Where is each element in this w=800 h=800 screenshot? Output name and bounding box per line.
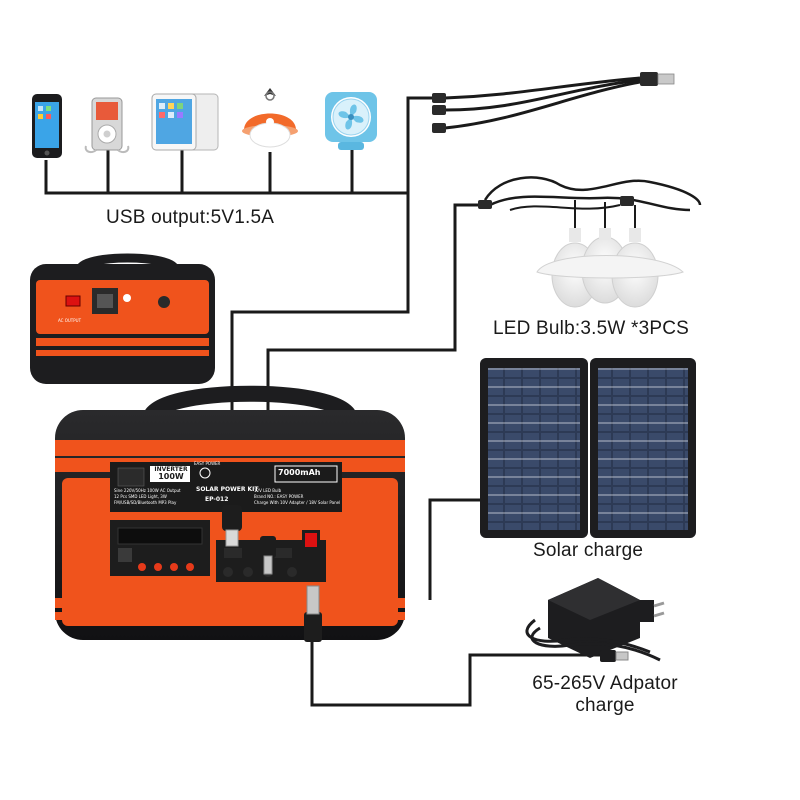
capacity-label: 7000mAh xyxy=(278,468,321,477)
svg-text:AC OUTPUT: AC OUTPUT xyxy=(58,318,82,323)
usb-plug-icon xyxy=(222,505,242,547)
usb-output-label: USB output:5V1.5A xyxy=(106,207,275,228)
spec-list-left: Sine 220V/50Hz 100W AC Output 12 Pcs SMD… xyxy=(114,488,181,505)
led-bulbs-icon xyxy=(478,176,702,308)
adaptor-charge-line2: charge xyxy=(575,695,635,716)
smartphone-icon xyxy=(32,94,62,158)
brand-label: SOLAR POWER KIT xyxy=(196,486,259,493)
tablet-icon xyxy=(151,93,219,151)
inverter-label: INVERTER 100W xyxy=(154,466,188,481)
spec-list-right: 12V LED Bulb Brand NO.: EASY POWER Charg… xyxy=(254,488,341,505)
led-bulb-label: LED Bulb:3.5W *3PCS xyxy=(493,318,689,339)
usb-splitter-cable-icon xyxy=(432,72,675,133)
hanging-lamp-icon xyxy=(242,88,298,148)
solar-panel-left xyxy=(480,358,588,538)
led-dc-plug-icon xyxy=(260,536,276,575)
adaptor-cable-line xyxy=(310,612,600,707)
power-adaptor-icon xyxy=(525,578,665,662)
power-badge: EASY POWER xyxy=(194,461,221,466)
music-player-icon xyxy=(84,97,130,154)
adaptor-charge-line1: 65-265V Adpator xyxy=(532,673,678,694)
adaptor-charge-label: 65-265V Adpator charge xyxy=(520,673,690,717)
solar-cable-line xyxy=(428,498,485,600)
adaptor-dc-plug-icon xyxy=(304,585,322,642)
power-station-back-view: AC OUTPUT xyxy=(30,253,215,384)
desk-fan-icon xyxy=(325,92,377,150)
solar-charge-label: Solar charge xyxy=(533,540,644,561)
solar-panel-right xyxy=(590,358,696,538)
model-label: EP-012 xyxy=(205,496,229,503)
